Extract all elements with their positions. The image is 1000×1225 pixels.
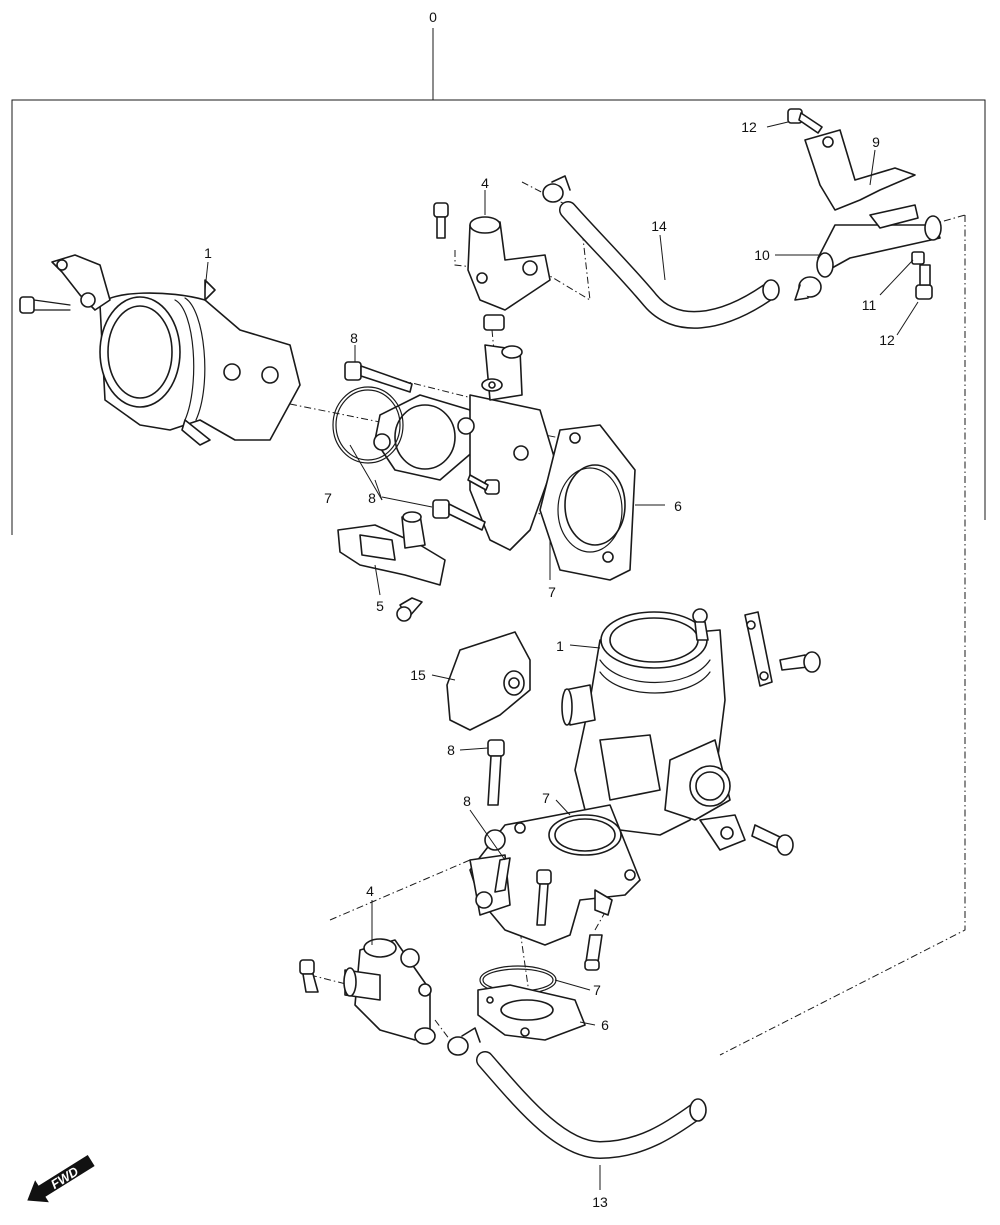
callout-7-lower-a: 7 bbox=[542, 790, 550, 806]
gasket-6-lower bbox=[477, 984, 586, 1041]
assembly-frame bbox=[11, 28, 986, 535]
bracket-9-assembly bbox=[787, 108, 942, 301]
sensor-15-lower bbox=[446, 631, 531, 731]
intake-manifold-lower bbox=[469, 804, 641, 946]
hose-13 bbox=[476, 1051, 707, 1159]
callout-6-lower: 6 bbox=[601, 1017, 609, 1033]
callout-10: 10 bbox=[754, 247, 770, 263]
throttle-body-lower bbox=[561, 611, 746, 851]
callout-1-lower: 1 bbox=[556, 638, 564, 654]
callout-12-top: 12 bbox=[741, 119, 757, 135]
callout-4-lower: 4 bbox=[366, 883, 374, 899]
sensor-5-upper bbox=[337, 511, 446, 622]
callout-5: 5 bbox=[376, 598, 384, 614]
screw-lower-right bbox=[751, 824, 794, 856]
fwd-arrow-icon: FWD bbox=[27, 1155, 95, 1203]
bolt-8-lower bbox=[487, 739, 505, 806]
callout-8-lower-a: 8 bbox=[447, 742, 455, 758]
callout-8-upper: 8 bbox=[350, 330, 358, 346]
assembly-number-label: 0 bbox=[429, 9, 437, 25]
callout-14: 14 bbox=[651, 218, 667, 234]
callout-1-upper: 1 bbox=[204, 245, 212, 261]
gasket-6-upper bbox=[539, 424, 636, 581]
hose-clamp-lower bbox=[447, 1027, 481, 1056]
callout-8-lower-b: 8 bbox=[463, 793, 471, 809]
hose-14 bbox=[559, 201, 780, 329]
callout-labels: 0 1 4 5 6 7 7 8 8 9 10 11 12 12 14 1 15 … bbox=[204, 9, 895, 1210]
fuel-fitting-4-lower bbox=[299, 938, 436, 1045]
callout-7-lower-b: 7 bbox=[593, 982, 601, 998]
fuel-fitting-4-upper bbox=[433, 202, 551, 331]
callout-6-upper: 6 bbox=[674, 498, 682, 514]
bolts-lower-manifold bbox=[494, 857, 603, 971]
callout-13: 13 bbox=[592, 1194, 608, 1210]
callout-7-upper-left: 7 bbox=[324, 490, 332, 506]
throttle-body-upper bbox=[99, 279, 301, 446]
bracket-lower-right bbox=[744, 611, 821, 687]
callout-4-upper: 4 bbox=[481, 175, 489, 191]
callout-9: 9 bbox=[872, 134, 880, 150]
o-ring-7-upper-left bbox=[332, 386, 404, 464]
intake-manifold-upper bbox=[373, 344, 556, 551]
callout-7-upper-right: 7 bbox=[548, 584, 556, 600]
bolt-8-upper bbox=[344, 361, 413, 393]
hose-clamp-upper bbox=[542, 175, 571, 203]
adjuster-screw-lower bbox=[692, 608, 709, 641]
bolt-8-middle bbox=[432, 474, 500, 531]
bracket-upper-left bbox=[19, 254, 111, 314]
callout-12-bottom: 12 bbox=[879, 332, 895, 348]
callout-11: 11 bbox=[862, 297, 877, 313]
callout-15: 15 bbox=[410, 667, 426, 683]
callout-8-middle: 8 bbox=[368, 490, 376, 506]
callout-leaders bbox=[204, 121, 919, 1190]
